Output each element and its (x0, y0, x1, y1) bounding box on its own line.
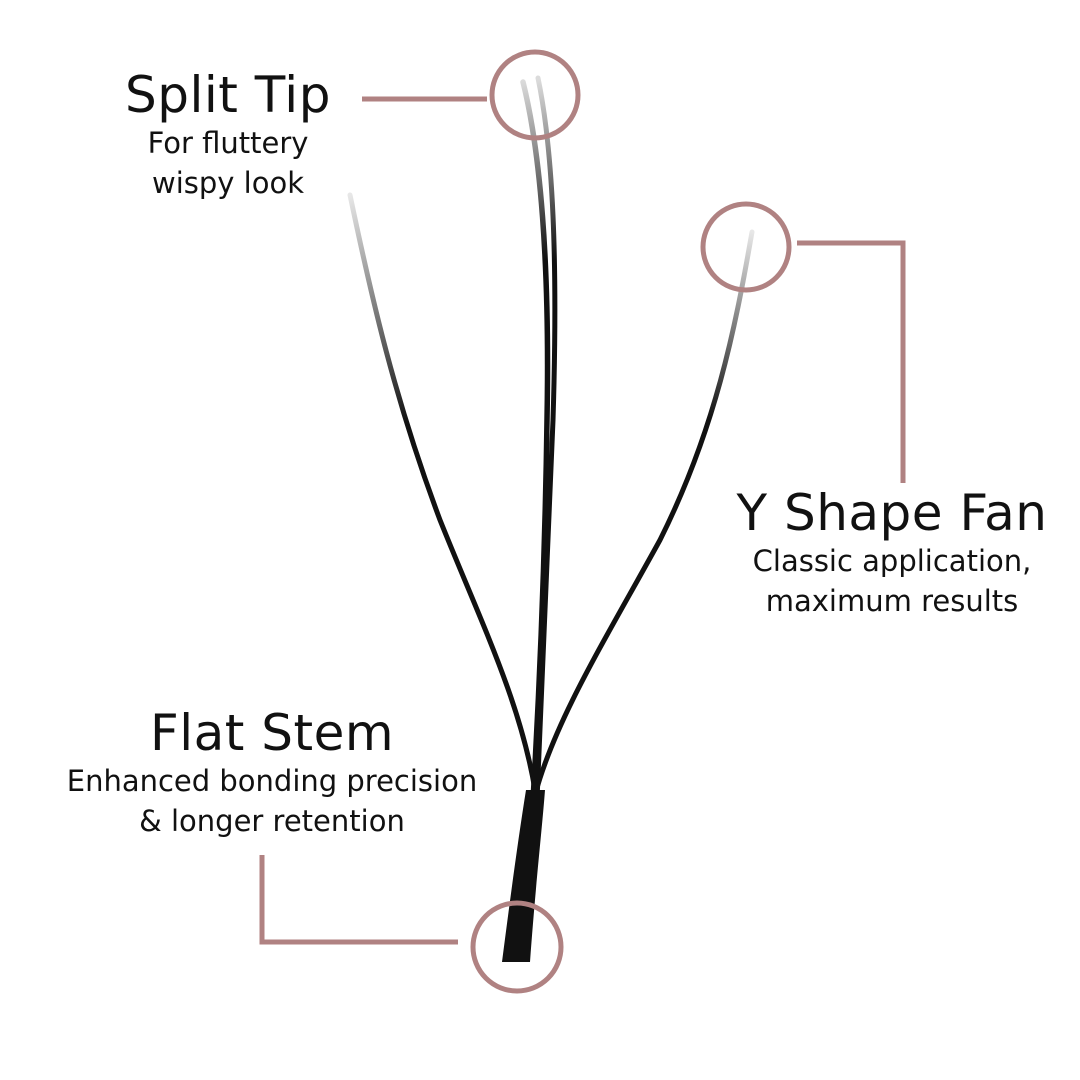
flat-stem-callout (259, 855, 564, 994)
y-shape-fan-leader-line (797, 240, 906, 483)
y-shape-fan-description-line-1: Classic application, (752, 544, 1032, 578)
y-shape-fan-description-line-2: maximum results (765, 584, 1019, 619)
y-shape-fan-callout (700, 201, 906, 483)
split-tip-title: Split Tip (125, 66, 331, 124)
lash-right-strand (532, 229, 755, 798)
y-shape-fan-circle (700, 201, 792, 293)
y-shape-fan-title: Y Shape Fan (736, 484, 1048, 542)
split-tip-description-line-2: wispy look (151, 166, 304, 201)
flat-stem-circle (470, 900, 564, 994)
split-tip-label: Split Tip For fluttery wispy look (108, 68, 348, 203)
split-tip-circle (489, 49, 581, 141)
split-tip-description-line-1: For fluttery (147, 126, 309, 160)
lash-left-strand (347, 192, 538, 793)
lash-center-strand-b (534, 75, 558, 803)
flat-stem-title: Flat Stem (149, 704, 395, 762)
flat-stem-description-line-1: Enhanced bonding precision (66, 764, 478, 798)
lash-center-strand-a (520, 79, 551, 803)
flat-stem-label: Flat Stem Enhanced bonding precision & l… (30, 706, 514, 841)
split-tip-callout (362, 49, 581, 141)
y-shape-fan-label: Y Shape Fan Classic application, maximum… (712, 486, 1072, 621)
flat-stem-leader-line (259, 855, 458, 945)
lash-illustration (347, 75, 755, 962)
lash-flat-stem (502, 790, 545, 962)
flat-stem-description-line-2: & longer retention (139, 804, 405, 839)
